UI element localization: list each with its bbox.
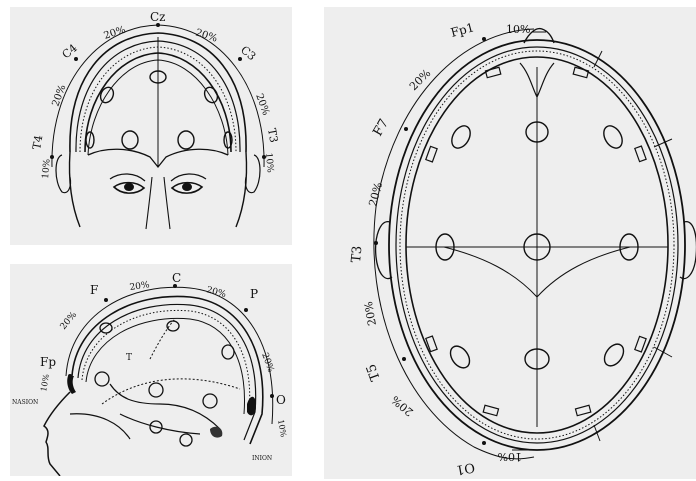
pct-front-1: 20%	[103, 25, 128, 42]
label-cz: Cz	[150, 10, 166, 24]
electrode-f8	[635, 146, 646, 162]
pct-top-5: 20%	[389, 393, 416, 419]
label-o1: O1	[455, 459, 476, 477]
right-pupil	[182, 183, 192, 191]
label-t: T	[126, 353, 132, 363]
pct-side-2: 20%	[59, 310, 80, 332]
pct-top-1: 10%	[506, 23, 530, 36]
pct-top-2: 20%	[407, 67, 433, 93]
electrode-left	[122, 131, 138, 149]
electrode-ear	[180, 434, 192, 446]
pct-side-1: 10%	[39, 373, 51, 392]
pct-top-4: 20%	[362, 300, 379, 326]
electrode-f	[100, 323, 112, 333]
electrode-p4	[601, 341, 628, 370]
sylvian-fissure	[102, 379, 240, 404]
arc-marker-c4	[74, 57, 78, 61]
pct-side-6: 10%	[276, 419, 288, 438]
pct-side-5: 20%	[259, 352, 275, 375]
label-nasion: NASION	[12, 399, 38, 406]
face-left-contour	[69, 152, 80, 227]
label-fp: Fp	[40, 355, 56, 369]
electrode-t3	[95, 372, 109, 386]
brain-base	[110, 384, 220, 429]
nose-left	[146, 177, 152, 229]
arc-marker-fp1	[482, 37, 486, 41]
pct-top-3: 20%	[366, 181, 385, 208]
label-inion: INION	[252, 455, 272, 462]
electrode-f3	[448, 123, 474, 152]
electrode-p	[222, 345, 234, 359]
measurement-arc	[66, 287, 273, 424]
electrode-f7	[426, 146, 437, 162]
pct-side-4: 20%	[205, 285, 227, 300]
top-view-diagram: Fp1 F7 T3 T5 O1 10% 20% 20% 20% 20% 10%	[324, 7, 696, 479]
electrode-o2	[575, 405, 590, 415]
arc-marker-o1	[482, 441, 486, 445]
label-f7: F7	[370, 117, 392, 139]
face-right-contour	[236, 152, 247, 227]
label-t3: T3	[349, 245, 365, 263]
label-fp1: Fp1	[449, 20, 475, 40]
electrode-t5	[149, 383, 163, 397]
electrode-fp1	[485, 67, 500, 77]
pct-front-4: 20%	[253, 92, 271, 117]
label-o: O	[276, 393, 286, 407]
label-f: F	[90, 283, 98, 297]
electrode-t6	[635, 336, 646, 352]
arc-marker-t3	[374, 241, 378, 245]
jaw-line	[70, 414, 130, 439]
top-view-panel: Fp1 F7 T3 T5 O1 10% 20% 20% 20% 20% 10%	[324, 7, 696, 479]
label-t3: T3	[265, 127, 280, 143]
tick-t6	[654, 347, 672, 357]
pct-front-3: 20%	[50, 83, 68, 108]
pct-front-6: 10%	[263, 152, 275, 173]
front-view-diagram: Cz C4 C3 T4 T3 20% 20% 20% 20% 10% 10%	[10, 7, 292, 245]
electrode-f4	[600, 123, 626, 152]
side-view-panel: Fp F C P O T NASION INION 10% 20% 20% 20…	[10, 264, 292, 476]
side-view-diagram: Fp F C P O T NASION INION 10% 20% 20% 20…	[10, 264, 292, 476]
right-brow	[171, 174, 206, 181]
pct-front-5: 10%	[41, 158, 53, 179]
left-pupil	[124, 183, 134, 191]
electrode-p3	[447, 343, 474, 372]
frontal-bone	[67, 376, 76, 394]
mastoid-mark	[210, 427, 222, 438]
electrode-t6	[203, 394, 217, 408]
arc-marker-t4	[50, 155, 54, 159]
occipital-mark	[247, 397, 256, 416]
arc-marker-c3	[238, 57, 242, 61]
left-ear	[56, 155, 71, 193]
front-view-panel: Cz C4 C3 T4 T3 20% 20% 20% 20% 10% 10%	[10, 7, 292, 245]
left-brow	[110, 174, 145, 181]
right-ear	[680, 222, 696, 279]
electrode-right	[178, 131, 194, 149]
label-t4: T4	[30, 134, 45, 150]
arc-marker-f	[104, 298, 108, 302]
pct-front-2: 20%	[194, 27, 219, 44]
label-p: P	[250, 287, 258, 301]
pct-side-3: 20%	[129, 280, 151, 293]
arc-marker-o	[270, 394, 274, 398]
central-sulcus	[150, 319, 175, 359]
pct-top-6: 10%	[498, 450, 522, 463]
right-ear	[245, 155, 260, 193]
arc-marker-f7	[404, 127, 408, 131]
nose-right	[164, 177, 170, 229]
arc-marker-t5	[402, 357, 406, 361]
arc-marker-fp	[68, 374, 72, 378]
electrode-c3-inner	[98, 85, 116, 105]
arc-marker-p	[244, 308, 248, 312]
face-profile	[44, 392, 70, 476]
brain-outline	[86, 318, 245, 414]
label-t5: T5	[364, 362, 384, 383]
electrode-fp2	[573, 67, 588, 77]
electrode-o1	[483, 405, 498, 415]
label-c: C	[172, 271, 181, 285]
